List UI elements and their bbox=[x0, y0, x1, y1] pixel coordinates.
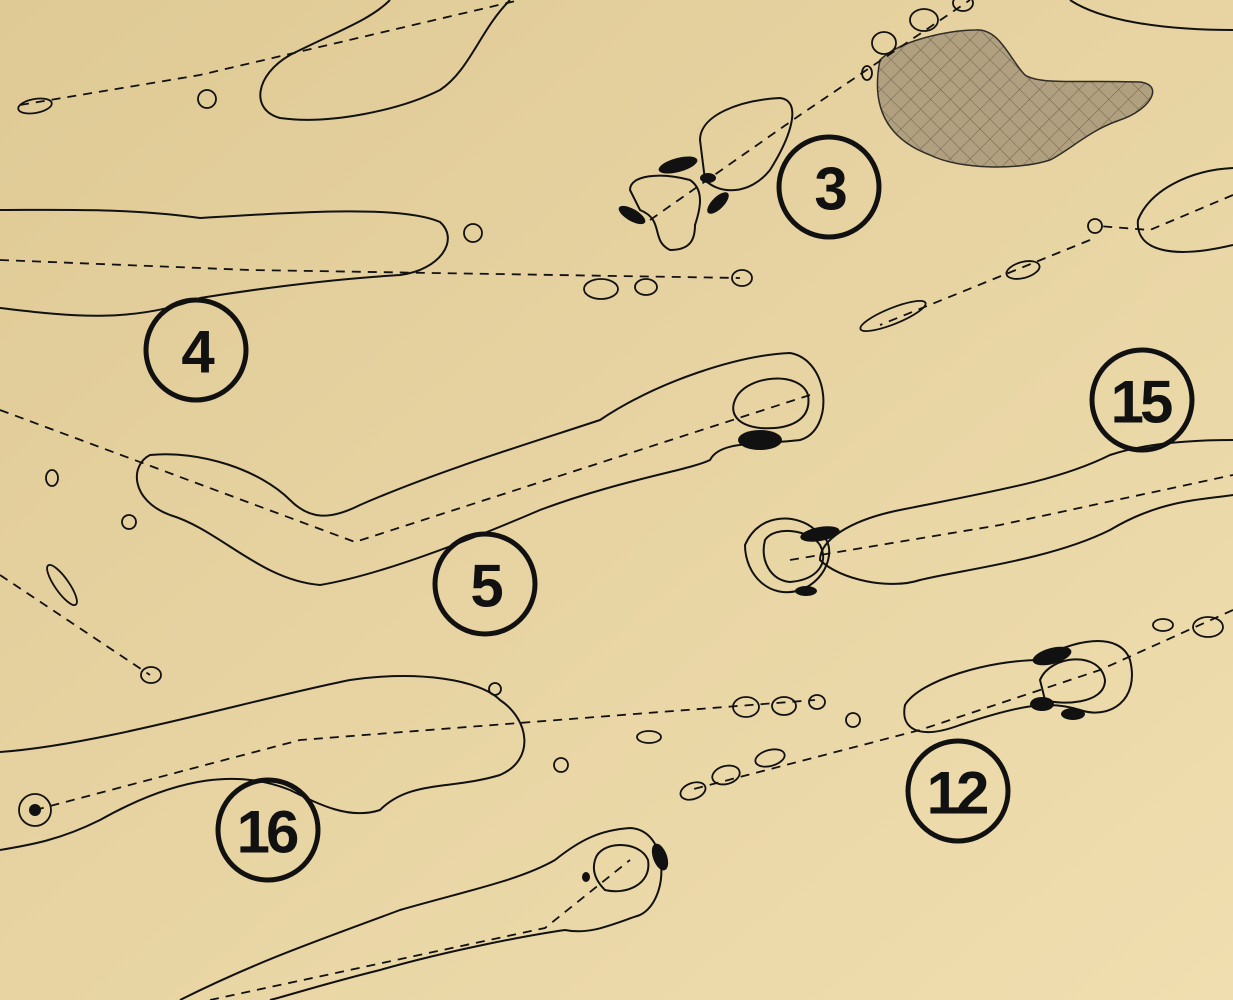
hole-number: 3 bbox=[814, 156, 846, 223]
top-right-fairway-edge bbox=[1069, 0, 1233, 31]
water-hazard bbox=[876, 29, 1154, 168]
hole-3-green bbox=[618, 0, 974, 252]
hole-number: 12 bbox=[927, 760, 987, 827]
hole-number: 15 bbox=[1111, 369, 1172, 436]
hole-number: 16 bbox=[237, 799, 298, 866]
hole-16 bbox=[0, 675, 826, 1000]
hole-top-left-fairway bbox=[17, 0, 521, 121]
hole-marker-16: 16 bbox=[215, 777, 321, 883]
hole-number: 5 bbox=[470, 553, 502, 620]
hole-marker-12: 12 bbox=[905, 738, 1011, 844]
hole-15 bbox=[743, 167, 1233, 638]
hole-number: 4 bbox=[181, 319, 215, 386]
hole-5 bbox=[0, 351, 825, 684]
hole-12 bbox=[679, 609, 1233, 801]
hole-marker-15: 15 bbox=[1089, 347, 1195, 453]
